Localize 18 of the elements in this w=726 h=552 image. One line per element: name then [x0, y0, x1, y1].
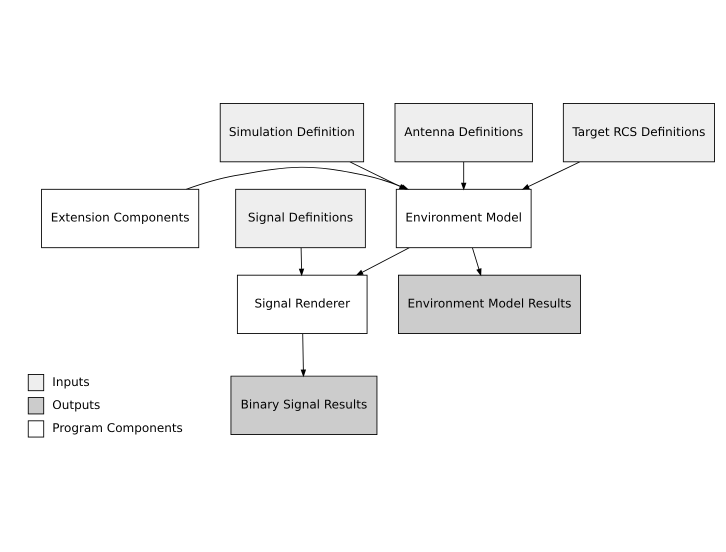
arrow — [356, 246, 410, 276]
arrow — [298, 246, 304, 276]
node-box: Environment Model Results — [398, 274, 581, 334]
node-box: Signal Renderer — [236, 274, 368, 334]
legend-label: Outputs — [52, 397, 100, 412]
node-box: Signal Definitions — [235, 188, 366, 248]
arrow — [461, 161, 466, 190]
node-box: Extension Components — [41, 188, 200, 248]
legend-label: Program Components — [52, 420, 183, 435]
node-box: Simulation Definition — [220, 102, 364, 162]
node-box: Target RCS Definitions — [562, 102, 715, 162]
legend-label: Inputs — [52, 374, 90, 388]
node-box: Antenna Definitions — [394, 102, 533, 162]
arrow — [472, 246, 482, 276]
arrow — [522, 160, 580, 190]
node-box: Environment Model — [396, 188, 532, 248]
arrow — [300, 332, 306, 377]
node-box: Binary Signal Results — [230, 375, 378, 434]
